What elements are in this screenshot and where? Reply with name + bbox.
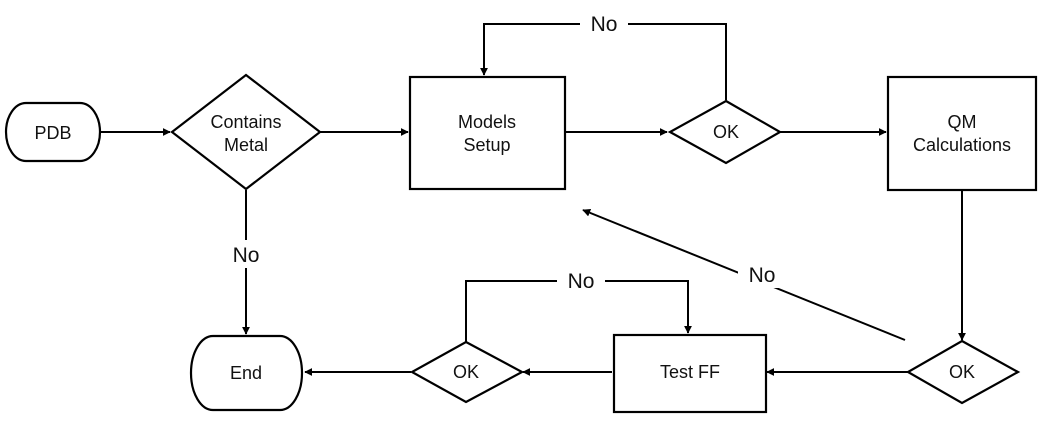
node-end: End: [189, 334, 304, 412]
node-end-label: End: [230, 363, 262, 383]
node-models-setup-label-1: Models: [458, 112, 516, 132]
node-contains-metal: Contains Metal: [170, 73, 322, 191]
node-qm-calculations-label-2: Calculations: [913, 135, 1011, 155]
node-contains-metal-label-1: Contains: [210, 112, 281, 132]
node-ok-bottom: OK: [409, 340, 525, 404]
edge-label-no-top: No: [591, 13, 618, 36]
edge-label-no-metal: No: [233, 244, 260, 267]
node-ok-top-label: OK: [713, 122, 739, 142]
node-models-setup-label-2: Setup: [463, 135, 510, 155]
node-pdb: PDB: [4, 101, 102, 163]
node-test-ff: Test FF: [612, 333, 768, 414]
node-models-setup: Models Setup: [408, 75, 567, 191]
edge-label-no-diagonal: No: [749, 264, 776, 287]
node-ok-right: OK: [905, 339, 1021, 405]
node-test-ff-label: Test FF: [660, 362, 720, 382]
node-qm-calculations-label-1: QM: [948, 112, 977, 132]
node-pdb-label: PDB: [34, 123, 71, 143]
node-contains-metal-label-2: Metal: [224, 135, 268, 155]
node-qm-calculations: QM Calculations: [886, 75, 1038, 192]
node-ok-bottom-label: OK: [453, 362, 479, 382]
node-ok-top: OK: [667, 99, 783, 165]
edge-label-no-bottom: No: [568, 270, 595, 293]
node-ok-right-label: OK: [949, 362, 975, 382]
